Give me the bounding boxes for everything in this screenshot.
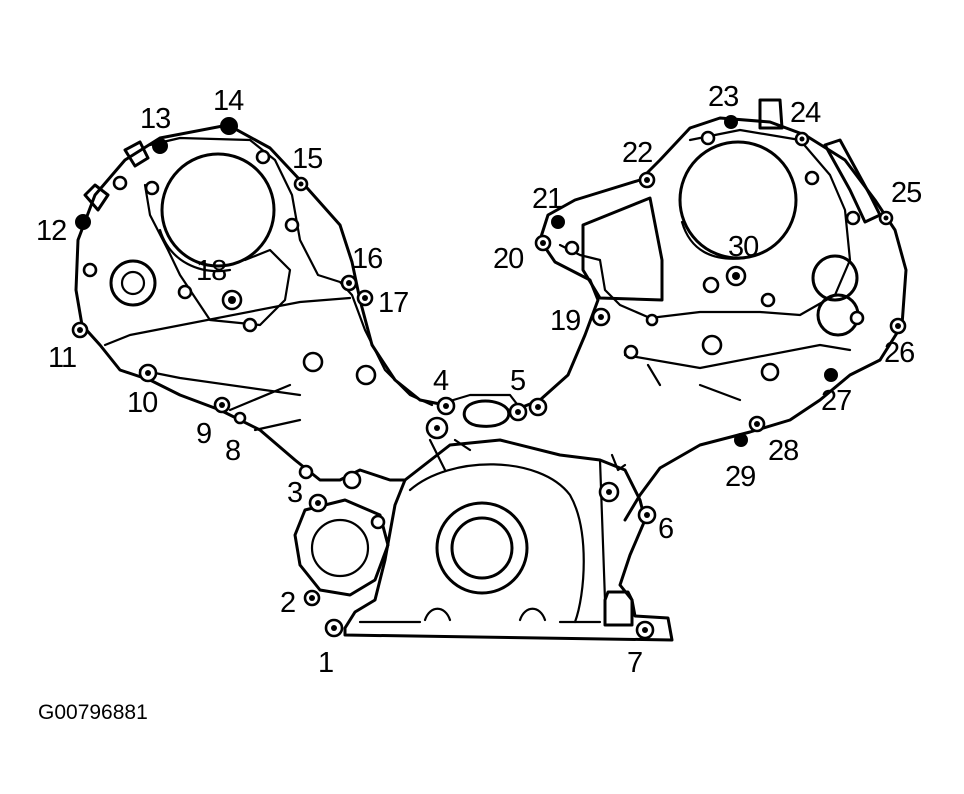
bolt-23 <box>724 115 738 129</box>
callout-25: 25 <box>891 177 921 209</box>
callout-6: 6 <box>658 513 673 545</box>
bolt-11 <box>71 321 89 339</box>
left-cover-gasket <box>148 136 434 407</box>
bolt-6b <box>598 481 620 503</box>
callout-28: 28 <box>768 435 798 467</box>
callout-13: 13 <box>140 103 170 135</box>
right-tensioner-cap <box>758 98 784 130</box>
bolt-13 <box>152 138 168 154</box>
vertical-stiffener <box>598 453 627 602</box>
bolt-12 <box>75 214 91 230</box>
bolt-20 <box>534 234 552 252</box>
left-idler-inner <box>120 270 146 296</box>
right-lower-panel <box>623 343 852 402</box>
right-cam-hole-rim <box>680 220 747 260</box>
front-cover-rim <box>408 463 585 624</box>
callout-20: 20 <box>493 243 523 275</box>
bolt-18 <box>221 289 243 311</box>
bolt-2 <box>303 589 321 607</box>
callout-4: 4 <box>433 365 449 397</box>
misc-bosses <box>82 130 865 530</box>
callout-2: 2 <box>280 587 295 619</box>
callout-14: 14 <box>213 85 244 117</box>
bolt-5 <box>508 402 528 422</box>
bolt-14 <box>220 117 238 135</box>
left-lower-panel <box>103 296 352 432</box>
callout-29: 29 <box>725 461 755 493</box>
callout-15: 15 <box>292 143 322 175</box>
bolt-29 <box>734 433 748 447</box>
callout-1: 1 <box>318 647 333 679</box>
bolt-15 <box>293 176 309 192</box>
crank-seal-inner <box>450 516 514 580</box>
callout-26: 26 <box>884 337 914 369</box>
bolt-6 <box>637 505 657 525</box>
oil-pump-bore <box>310 518 370 578</box>
callout-21: 21 <box>532 183 562 215</box>
callout-3: 3 <box>287 477 302 509</box>
oil-boss <box>603 590 634 627</box>
callout-11: 11 <box>48 342 76 374</box>
center-belt-lines <box>428 393 522 472</box>
callout-16: 16 <box>352 243 382 275</box>
right-cover-gasket <box>558 128 852 320</box>
callout-labels: 1 2 3 4 5 6 7 8 9 10 11 12 13 14 15 16 1… <box>36 81 922 679</box>
callout-9: 9 <box>196 418 211 450</box>
bolt-17 <box>356 289 374 307</box>
bolt-26 <box>889 317 907 335</box>
oil-pump-housing <box>293 498 390 597</box>
bolt-5b <box>528 397 548 417</box>
bolt-4 <box>436 396 456 416</box>
front-cover-bottom-slots <box>358 607 602 624</box>
right-idler-upper <box>811 254 859 302</box>
figure-code: G00796881 <box>38 701 148 724</box>
bolts <box>71 115 907 640</box>
bolt-7 <box>635 620 655 640</box>
bolt-9 <box>213 396 231 414</box>
left-idler <box>109 259 157 307</box>
right-cover-lower <box>623 358 882 522</box>
left-inner-frame <box>143 183 292 327</box>
bolt-22 <box>638 171 656 189</box>
bolt-16 <box>340 274 358 292</box>
front-cover-outline <box>343 438 674 642</box>
callout-17: 17 <box>378 287 408 319</box>
callout-5: 5 <box>510 365 525 397</box>
center-boss <box>462 399 511 428</box>
callout-7: 7 <box>627 647 642 679</box>
callout-12: 12 <box>36 215 66 247</box>
bolt-25 <box>878 210 894 226</box>
bolt-3 <box>308 493 328 513</box>
callout-8: 8 <box>225 435 240 467</box>
callout-27: 27 <box>821 385 851 417</box>
bolt-10 <box>138 363 158 383</box>
left-cam-hole <box>160 152 276 268</box>
bolt-19 <box>591 307 611 327</box>
left-sensor <box>83 140 150 212</box>
callout-19: 19 <box>550 305 580 337</box>
crank-seal-outer <box>435 501 529 595</box>
bolt-8 <box>233 411 247 425</box>
bolt-27 <box>824 368 838 382</box>
bolt-1 <box>324 618 344 638</box>
bolt-24 <box>794 131 810 147</box>
callout-22: 22 <box>622 137 652 169</box>
bolt-4b <box>425 416 449 440</box>
callout-23: 23 <box>708 81 738 113</box>
callout-24: 24 <box>790 97 821 129</box>
bolt-21 <box>551 215 565 229</box>
cover-outlines <box>74 98 908 642</box>
callout-10: 10 <box>127 387 157 419</box>
callout-18: 18 <box>196 255 226 287</box>
bolt-28 <box>748 415 766 433</box>
bolt-30 <box>725 265 747 287</box>
right-window <box>581 196 664 302</box>
callout-30: 30 <box>728 231 758 263</box>
